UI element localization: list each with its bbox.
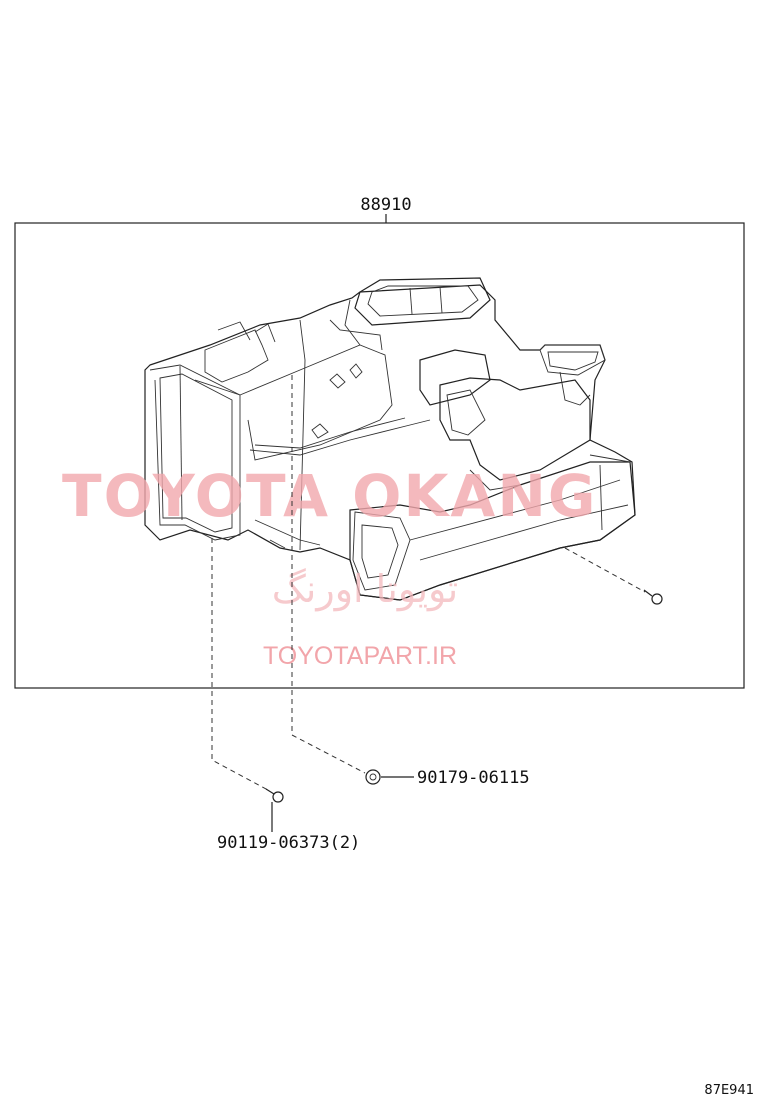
- nut-icon: [365, 769, 381, 785]
- top-bracket: [204, 329, 269, 383]
- leader-nut: [291, 375, 366, 774]
- leader-bolt: [211, 538, 269, 791]
- top-outlet: [354, 277, 491, 326]
- screw-right-icon: [564, 547, 663, 605]
- callout-nut-part-number[interactable]: 90179-06115: [417, 768, 530, 788]
- right-duct: [439, 377, 591, 481]
- duct-opening: [446, 389, 486, 436]
- middle-panel: [239, 344, 393, 461]
- bolt-icon: [265, 788, 284, 803]
- filter-frame-inner: [159, 373, 233, 533]
- duct-upper-opening: [539, 344, 606, 376]
- assembly-part-number[interactable]: 88910: [360, 195, 411, 215]
- heater-unit-drawing: [144, 277, 636, 601]
- filter-frame: [149, 364, 241, 541]
- diagram-code: 87E941: [704, 1083, 754, 1098]
- housing-outline: [144, 284, 636, 601]
- callout-bolt-part-number[interactable]: 90119-06373(2): [217, 833, 360, 853]
- watermark-brand: TOYOTA OKANG: [62, 462, 597, 530]
- watermark-url: TOYOTAPART.IR: [263, 642, 457, 670]
- bottom-duct-mouth: [352, 511, 411, 591]
- watermark-persian: تویوتا اورنگ: [272, 567, 459, 612]
- bottom-duct: [349, 461, 636, 601]
- side-panel: [419, 349, 491, 406]
- assembly-frame: [14, 222, 745, 689]
